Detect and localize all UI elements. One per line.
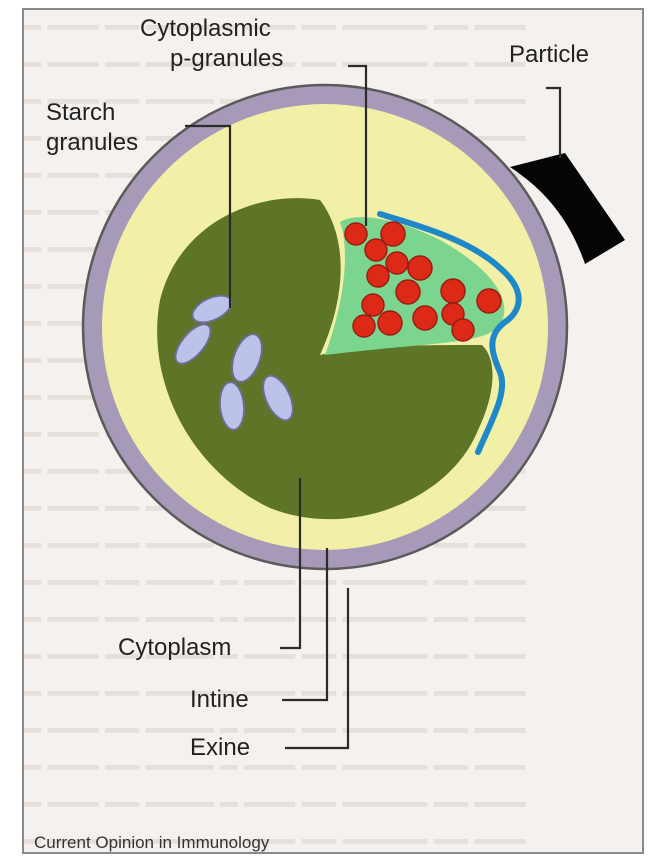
p-granule: [408, 256, 432, 280]
p-granule: [362, 294, 384, 316]
figure-credit: Current Opinion in Immunology: [34, 828, 269, 858]
p-granule: [378, 311, 402, 335]
p-granule: [452, 319, 474, 341]
p-granule: [367, 265, 389, 287]
label-line: p-granules: [140, 44, 283, 74]
label-line: Cytoplasmic: [140, 14, 283, 44]
p-granule: [441, 279, 465, 303]
p-granule: [353, 315, 375, 337]
p-granule: [386, 252, 408, 274]
label-exine: Exine: [190, 733, 250, 763]
p-granule: [345, 223, 367, 245]
label-starch-granules: Starch granules: [46, 98, 138, 158]
label-cytoplasm: Cytoplasm: [118, 633, 231, 663]
p-granule: [396, 280, 420, 304]
leader-particle: [546, 88, 560, 158]
p-granule: [477, 289, 501, 313]
label-cytoplasmic-p-granules: Cytoplasmic p-granules: [140, 14, 283, 74]
label-line: granules: [46, 128, 138, 158]
p-granule: [413, 306, 437, 330]
label-particle: Particle: [509, 40, 589, 70]
leader-intine: [282, 548, 327, 700]
leader-exine: [285, 588, 348, 748]
label-line: Starch: [46, 98, 138, 128]
p-granule: [365, 239, 387, 261]
label-intine: Intine: [190, 685, 249, 715]
